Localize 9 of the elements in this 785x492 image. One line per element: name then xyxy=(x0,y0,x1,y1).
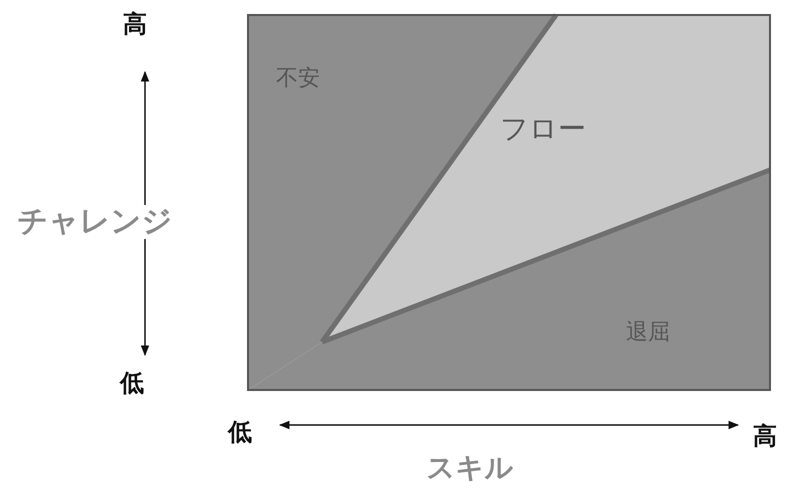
region-label: 退屈 xyxy=(626,322,670,344)
region-label: 不安 xyxy=(276,68,320,90)
axis-label: 低 xyxy=(120,371,144,395)
axis-label: スキル xyxy=(426,454,514,482)
axis-label: 高 xyxy=(123,12,147,36)
axis-label: 高 xyxy=(753,424,777,448)
region-label: フロー xyxy=(500,115,586,143)
axis-label: チャレンジ xyxy=(18,205,172,239)
axis-label: 低 xyxy=(228,420,252,444)
